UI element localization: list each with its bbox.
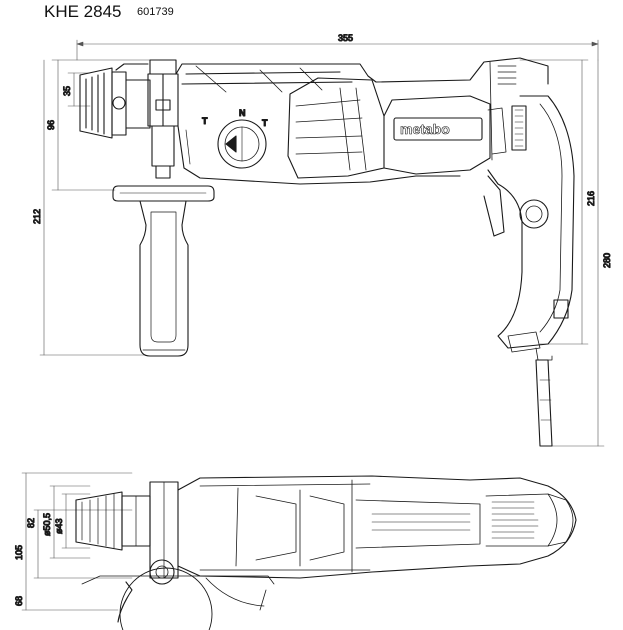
mode-neutral-label: N [239,108,246,118]
model-title: KHE 2845 [44,2,122,21]
top-view-handle-disc [81,567,275,630]
dim-half-width-bottom: 68 [14,596,24,606]
dim-handle-height: 212 [32,209,42,224]
depth-stop-clamp [147,59,179,127]
brand-plate [393,117,483,141]
dim-half-width-top: 82 [26,518,36,528]
top-view-dimensions [21,472,133,611]
main-handle [483,95,575,361]
dim-chuck-diameter: ø43 [54,518,64,534]
mode-selector-dial [217,119,267,169]
dim-overall-length: 355 [338,33,353,43]
top-view-clamp [149,481,179,585]
dim-collar-diameter: ø50,5 [42,513,52,536]
dim-total-height: 280 [602,253,612,268]
trigger-lock-button [519,199,549,229]
cooling-vent [511,105,527,151]
sds-chuck [79,63,151,139]
mode-drill-label: T [262,118,268,128]
dim-chuck-height: 96 [46,120,56,130]
speed-wheel [553,299,569,319]
dim-chuck-offset: 35 [62,86,72,96]
dim-width: 105 [14,545,24,560]
hammer-body: metabo T N T [175,57,549,185]
mode-hammer-label: T [202,116,208,126]
power-cable [535,359,553,447]
brand-label: metabo [400,121,450,137]
clamp-knob [149,559,175,585]
article-number: 601739 [137,6,174,18]
top-view-chuck [75,491,151,551]
side-handle [112,125,215,357]
dim-body-height: 216 [586,191,596,206]
top-view-body [177,475,577,611]
